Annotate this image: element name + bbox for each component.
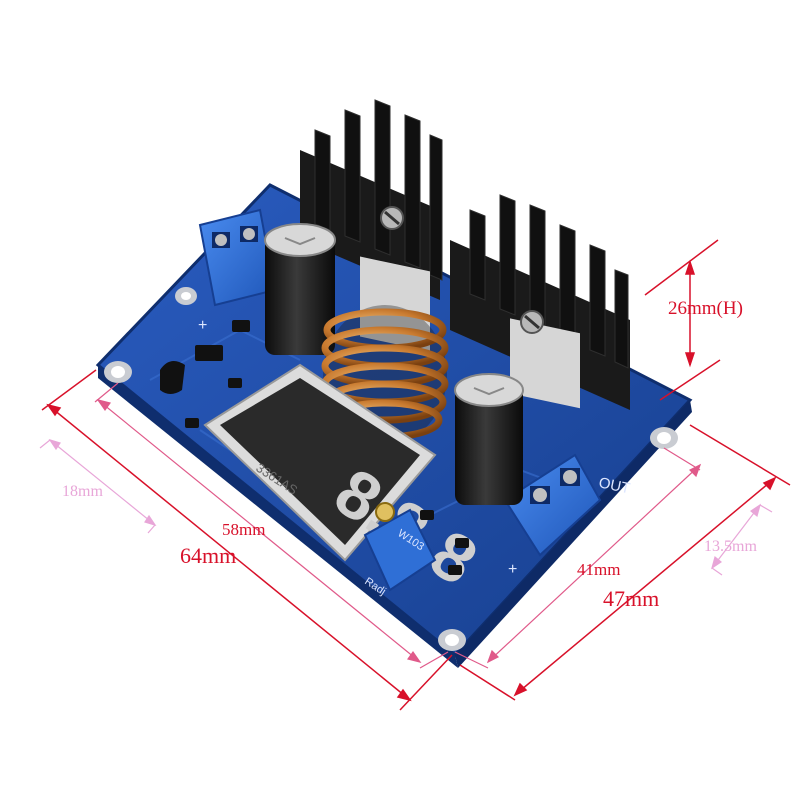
dim-width-47 — [459, 424, 791, 701]
dim-length-58 — [94, 382, 449, 669]
mounting-hole — [438, 629, 466, 651]
mounting-hole — [175, 287, 197, 305]
pcb-plus-out-label: + — [508, 561, 517, 578]
dim-18-label: 18mm — [62, 483, 103, 500]
pcb-out-label: OUT — [597, 474, 632, 497]
transistor — [160, 361, 185, 394]
dim-13-5 — [710, 503, 773, 576]
dim-width-41 — [454, 447, 702, 669]
heatsink-left — [300, 99, 443, 352]
input-terminal-block — [198, 208, 277, 307]
dim-width-47-label: 47mm — [603, 586, 659, 611]
capacitor-input — [264, 223, 336, 355]
dim-length-58-label: 58mm — [222, 520, 265, 539]
output-terminal-block — [503, 453, 602, 557]
trim-potentiometer: W103 — [363, 502, 437, 592]
heatsink-right — [450, 194, 630, 410]
dim-height-label: 26mm(H) — [668, 298, 743, 319]
dim-height — [644, 239, 721, 401]
mounting-hole — [104, 361, 132, 383]
dim-width-41-label: 41mm — [577, 560, 620, 579]
dim-18 — [39, 438, 157, 534]
pcb-plus-in-label: + — [198, 317, 207, 334]
dim-13-5-label: 13.5mm — [704, 538, 757, 555]
smd-components — [185, 320, 469, 575]
dim-length-64-label: 64mm — [180, 543, 236, 568]
mounting-hole — [650, 427, 678, 449]
dim-length-64 — [41, 369, 453, 711]
capacitor-output — [454, 373, 524, 505]
mounting-holes — [104, 287, 678, 651]
